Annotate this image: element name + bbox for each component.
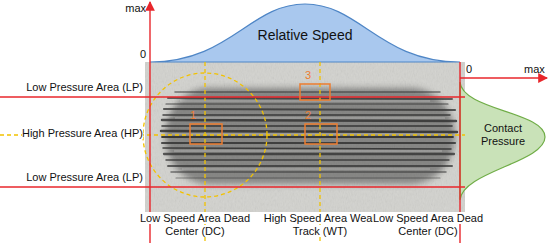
axis-label: 0 bbox=[140, 48, 146, 60]
zone-label: Low Speed Area Dead Center (DC) bbox=[140, 212, 250, 237]
axis-label: 0 bbox=[466, 63, 472, 75]
zone-label: Low Speed Area Dead Center (DC) bbox=[373, 212, 483, 237]
curve-title-box: Relative Speed bbox=[235, 27, 375, 44]
axis-label-box: max bbox=[106, 2, 146, 15]
axis-label-box: 0 bbox=[106, 48, 146, 61]
callout-number: 1 bbox=[190, 109, 196, 121]
curve-title: Contact Pressure bbox=[481, 122, 525, 147]
zone-label-box: Low Speed Area Dead Center (DC) bbox=[138, 212, 252, 238]
axis-label-box: max bbox=[524, 63, 550, 76]
region-label: Low Pressure Area (LP) bbox=[26, 171, 143, 183]
region-label: Low Pressure Area (LP) bbox=[26, 81, 143, 93]
callout-number: 3 bbox=[305, 69, 311, 81]
curve-title: Relative Speed bbox=[258, 27, 353, 43]
curve-title-box: Contact Pressure bbox=[468, 122, 538, 148]
sample-boxes bbox=[190, 84, 337, 144]
photo-texture bbox=[145, 62, 465, 212]
callout-number: 2 bbox=[305, 109, 311, 121]
pressure-curve bbox=[460, 82, 545, 200]
axis-label-box: 0 bbox=[466, 63, 486, 76]
callout-number-box: 3 bbox=[305, 69, 319, 82]
region-label-box: Low Pressure Area (LP) bbox=[0, 171, 143, 184]
region-label-box: Low Pressure Area (LP) bbox=[0, 81, 143, 94]
region-label: High Pressure Area (HP) bbox=[22, 127, 143, 139]
callout-number-box: 1 bbox=[190, 109, 204, 122]
axis-label: max bbox=[125, 2, 146, 14]
region-label-box: High Pressure Area (HP) bbox=[0, 127, 143, 140]
callout-number-box: 2 bbox=[305, 109, 319, 122]
axis-label: max bbox=[524, 63, 545, 75]
speed-curve bbox=[150, 4, 460, 62]
zone-label-box: Low Speed Area Dead Center (DC) bbox=[371, 212, 485, 238]
zone-label: High Speed Area Wear Track (WT) bbox=[264, 212, 376, 237]
specimen-photo bbox=[145, 62, 465, 212]
wear-scar bbox=[165, 88, 455, 184]
zone-label-box: High Speed Area Wear Track (WT) bbox=[263, 212, 377, 238]
